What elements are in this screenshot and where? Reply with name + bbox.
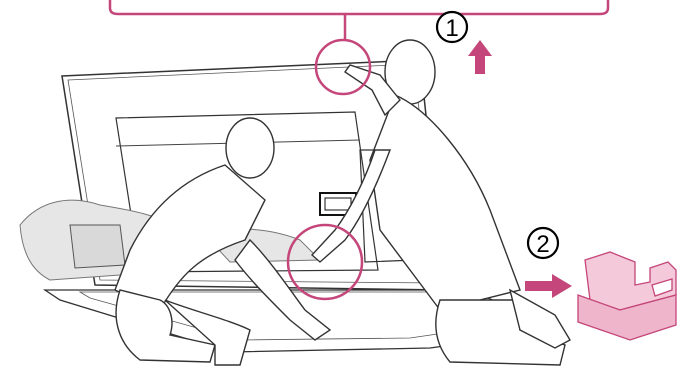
callout-banner <box>110 0 608 14</box>
person-crouching-head <box>226 118 274 178</box>
arrow-up-icon <box>468 40 492 74</box>
packaging-foam-left-2 <box>70 225 125 268</box>
step-1-number: 1 <box>445 15 458 42</box>
arrow-right-icon <box>525 274 572 298</box>
step-2-number: 2 <box>536 231 549 258</box>
packaging-foam-removed <box>578 252 676 340</box>
